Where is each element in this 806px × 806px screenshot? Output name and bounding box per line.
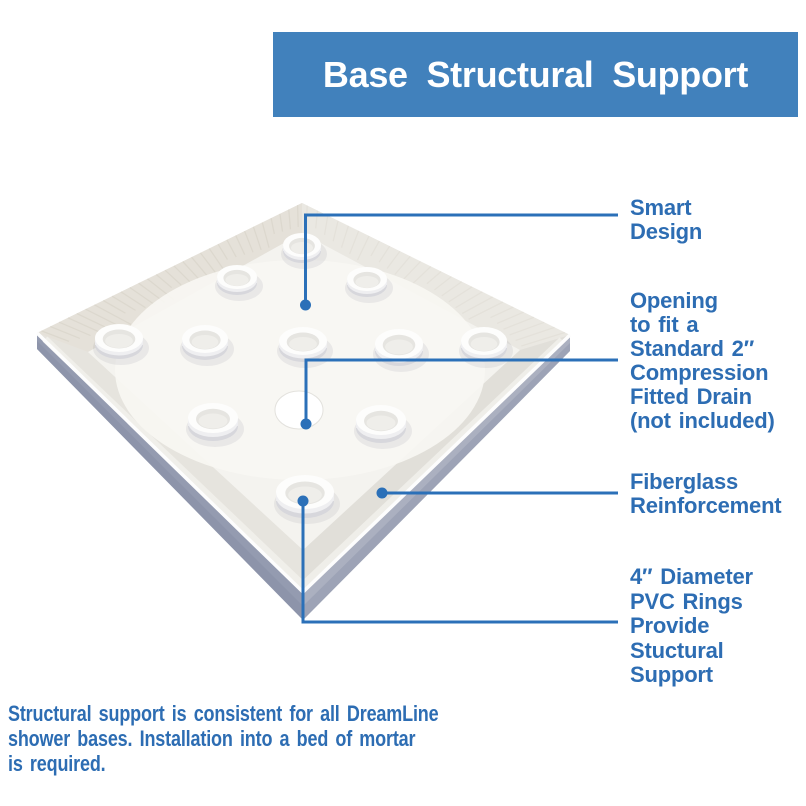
callout-lines: [301, 213, 618, 624]
callout-label-drain-opening: Opening to fit a Standard 2″ Compression…: [630, 288, 775, 433]
callout-line-smart-design: [304, 213, 618, 303]
callout-dot-pvc-rings: [297, 495, 309, 507]
pvc-ring: [354, 405, 412, 449]
page-title: Base Structural Support: [322, 53, 749, 95]
pvc-ring: [180, 325, 234, 366]
pvc-ring: [186, 403, 244, 447]
pan-rim-band-far-left: [37, 203, 302, 352]
pvc-ring: [277, 327, 333, 368]
callout-dot-smart-design: [300, 299, 311, 311]
callout-dot-fiberglass: [376, 487, 388, 499]
footnote-text: Structural support is consistent for all…: [8, 701, 439, 776]
pvc-ring: [345, 267, 393, 303]
callout-line-pvc-rings: [301, 502, 618, 624]
pan-left-wall-shade: [37, 341, 303, 620]
callout-line-drain-opening: [304, 358, 618, 423]
callout-label-pvc-rings: 4″ Diameter PVC Rings Provide Stuctural …: [630, 564, 753, 687]
pvc-ring: [93, 324, 149, 365]
drain-opening: [274, 390, 324, 430]
rim-texture-streaks: [41, 205, 566, 347]
pan-floor-highlight: [115, 260, 485, 480]
pan-right-wall-shade: [303, 343, 570, 620]
pvc-ring: [215, 265, 263, 301]
callout-dots: [297, 299, 388, 507]
callout-label-fiberglass: Fiberglass Reinforcement: [630, 469, 782, 518]
callout-label-smart-design: Smart Design: [630, 195, 703, 244]
pvc-ring: [274, 475, 340, 524]
title-banner: Base Structural Support: [273, 32, 798, 117]
pvc-ring: [281, 233, 327, 269]
pan-rim-band-far-right: [302, 203, 570, 350]
callout-dot-drain-opening: [300, 418, 312, 430]
